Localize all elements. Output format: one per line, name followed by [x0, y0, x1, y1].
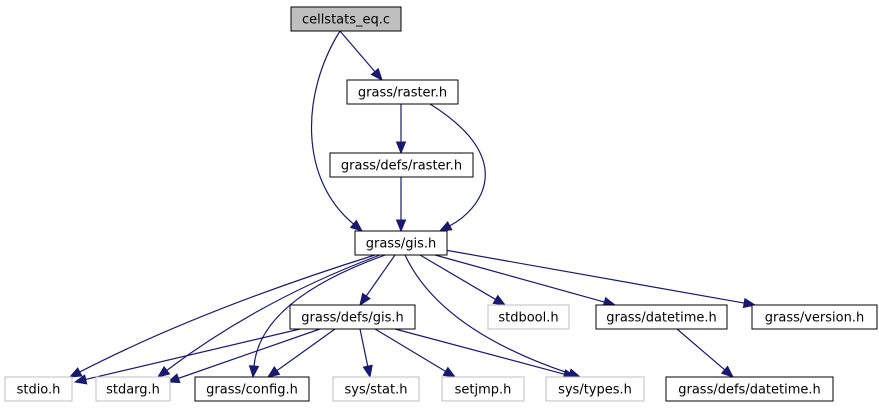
node-label: grass/defs/gis.h: [301, 311, 403, 326]
edge-line: [434, 254, 605, 303]
node-box: [441, 376, 525, 402]
edge-line: [85, 328, 301, 381]
arrowhead-icon: [362, 364, 373, 379]
node-grass-gis-h[interactable]: grass/gis.h: [354, 230, 448, 256]
edge-grass-defs-gis-h-to-grass-config-h: [266, 328, 336, 378]
node-box: [194, 376, 310, 402]
node-label: grass/version.h: [765, 311, 864, 326]
edge-grass-gis-h-to-grass-datetime-h: [434, 254, 617, 307]
node-box: [290, 6, 402, 32]
node-cellstats-eq-c[interactable]: cellstats_eq.c: [290, 6, 402, 32]
edge-line: [419, 254, 496, 300]
node-label: grass/defs/datetime.h: [678, 383, 821, 398]
edge-grass-gis-h-to-grass-defs-gis-h: [359, 254, 396, 307]
arrowhead-icon: [359, 292, 371, 307]
node-sys-types-h: sys/types.h: [545, 376, 645, 402]
edge-grass-defs-raster-h-to-grass-gis-h: [395, 177, 407, 233]
node-grass-datetime-h[interactable]: grass/datetime.h: [595, 304, 728, 330]
edge-grass-raster-h-to-grass-gis-h: [429, 103, 486, 232]
edge-grass-datetime-h-to-grass-defs-datetime-h: [676, 328, 735, 378]
arrowhead-icon: [68, 367, 83, 378]
edge-line: [339, 30, 376, 73]
edge-grass-gis-h-to-stdbool-h: [419, 254, 507, 306]
arrowhead-icon: [349, 219, 364, 232]
edge-line: [276, 328, 336, 372]
edge-grass-defs-gis-h-to-stdio-h: [73, 328, 301, 385]
node-label: grass/raster.h: [358, 86, 447, 101]
node-grass-raster-h[interactable]: grass/raster.h: [346, 79, 459, 105]
edge-line: [310, 30, 354, 225]
node-box: [487, 304, 570, 330]
edge-grass-defs-gis-h-to-setjmp-h: [374, 328, 457, 378]
node-grass-config-h[interactable]: grass/config.h: [194, 376, 310, 402]
node-box: [665, 376, 834, 402]
arrowhead-icon: [73, 374, 88, 385]
node-label: stdbool.h: [498, 311, 558, 326]
node-box: [332, 376, 420, 402]
node-sys-stat-h: sys/stat.h: [332, 376, 420, 402]
node-grass-defs-datetime-h[interactable]: grass/defs/datetime.h: [665, 376, 834, 402]
node-grass-defs-raster-h[interactable]: grass/defs/raster.h: [329, 152, 474, 178]
arrowhead-icon: [438, 221, 453, 232]
node-label: grass/defs/raster.h: [341, 159, 462, 174]
edge-cellstats-eq-c-to-grass-raster-h: [339, 30, 383, 82]
node-box: [545, 376, 645, 402]
node-label: setjmp.h: [455, 383, 512, 398]
node-stdio-h: stdio.h: [4, 376, 73, 402]
nodes-layer: cellstats_eq.c grass/raster.h grass/defs/r…: [4, 6, 878, 402]
edge-grass-gis-h-to-stdio-h: [68, 254, 376, 378]
node-label: sys/stat.h: [345, 383, 408, 398]
edge-line: [79, 254, 376, 373]
arrowhead-icon: [492, 294, 507, 306]
node-label: grass/datetime.h: [606, 311, 717, 326]
arrowhead-icon: [720, 365, 735, 378]
node-label: grass/config.h: [206, 383, 298, 398]
node-label: stdio.h: [17, 383, 61, 398]
node-box: [329, 152, 474, 178]
edge-line: [365, 254, 396, 297]
edge-line: [394, 328, 565, 375]
arrowhead-icon: [395, 219, 407, 233]
arrowhead-icon: [442, 366, 457, 378]
node-stdbool-h: stdbool.h: [487, 304, 570, 330]
node-label: cellstats_eq.c: [302, 13, 390, 28]
node-box: [95, 376, 171, 402]
node-box: [289, 304, 416, 330]
node-stdarg-h: stdarg.h: [95, 376, 171, 402]
edge-line: [429, 103, 486, 227]
edge-line: [166, 254, 381, 371]
node-label: grass/gis.h: [366, 237, 437, 252]
edge-line: [676, 328, 726, 371]
edge-grass-gis-h-to-stdarg-h: [156, 254, 381, 378]
edge-line: [178, 328, 321, 379]
node-box: [346, 79, 459, 105]
node-label: stdarg.h: [106, 383, 160, 398]
node-box: [595, 304, 728, 330]
arrowhead-icon: [266, 366, 281, 378]
node-box: [4, 376, 73, 402]
edge-grass-raster-h-to-grass-defs-raster-h: [395, 104, 407, 155]
arrowhead-icon: [166, 373, 181, 384]
edge-grass-gis-h-to-grass-version-h: [444, 249, 757, 309]
edges-layer: [68, 30, 757, 385]
edge-cellstats-eq-c-to-grass-gis-h: [310, 30, 364, 232]
arrowhead-icon: [248, 365, 260, 379]
edge-line: [404, 254, 570, 375]
node-box: [751, 304, 878, 330]
edge-line: [444, 249, 745, 304]
edge-grass-defs-gis-h-to-sys-stat-h: [359, 328, 373, 379]
edge-grass-defs-gis-h-to-stdarg-h: [166, 328, 321, 384]
node-label: sys/types.h: [558, 383, 632, 398]
arrowhead-icon: [395, 141, 407, 155]
edge-line: [359, 328, 369, 367]
arrowhead-icon: [156, 365, 171, 378]
node-box: [354, 230, 448, 256]
node-setjmp-h: setjmp.h: [441, 376, 525, 402]
node-grass-defs-gis-h[interactable]: grass/defs/gis.h: [289, 304, 416, 330]
edge-line: [374, 328, 446, 372]
node-grass-version-h[interactable]: grass/version.h: [751, 304, 878, 330]
arrowhead-icon: [370, 67, 383, 82]
